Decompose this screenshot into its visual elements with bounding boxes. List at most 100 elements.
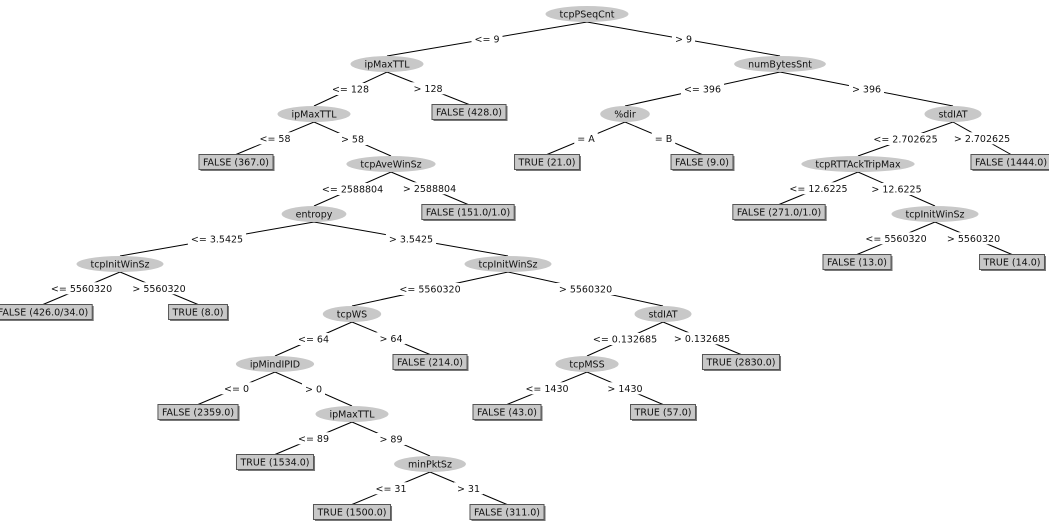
split-node-ellipse xyxy=(924,106,982,122)
split-node-ellipse xyxy=(734,56,826,72)
leaf-node-false-1444-0: FALSE (1444.0) xyxy=(970,154,1049,171)
edge-condition-label: <= 89 xyxy=(298,434,329,445)
edge-label-background xyxy=(399,182,460,195)
edge-condition-label: > 1430 xyxy=(607,384,642,395)
leaf-node-false-43-0: FALSE (43.0) xyxy=(472,404,543,421)
split-node-ellipse xyxy=(235,356,315,372)
leaf-label: TRUE (57.0) xyxy=(634,408,692,419)
edge-condition-label: > 89 xyxy=(379,435,402,446)
edge-condition-label: <= 2588804 xyxy=(322,185,383,196)
edge-label-background xyxy=(555,283,616,295)
edge-label-background xyxy=(848,83,885,95)
leaf-box xyxy=(630,404,696,420)
split-attribute-label: entropy xyxy=(296,210,333,221)
leaf-node-false-367-0: FALSE (367.0) xyxy=(198,154,275,171)
split-node-tcpmss: tcpMSS xyxy=(555,356,619,372)
leaf-node-false-426-0-34-0: FALSE (426.0/34.0) xyxy=(0,304,94,321)
leaf-node-true-8-0: TRUE (8.0) xyxy=(168,304,229,321)
edge-condition-label: <= 2.702625 xyxy=(873,135,937,146)
edge-condition-label: > 5560320 xyxy=(132,284,185,295)
edge-label-background xyxy=(574,132,598,145)
split-attribute-label: tcpInitWinSz xyxy=(905,210,964,221)
leaf-node-false-2359-0: FALSE (2359.0) xyxy=(157,404,240,421)
split-node-ellipse xyxy=(76,256,164,272)
split-node-tcpinitwinsz: tcpInitWinSz xyxy=(891,206,979,222)
leaf-box xyxy=(198,154,274,170)
split-attribute-label: minPktSz xyxy=(408,460,452,471)
split-attribute-label: ipMaxTTL xyxy=(364,60,410,71)
edge-condition-label: > 5560320 xyxy=(559,285,612,296)
split-node-ellipse xyxy=(801,156,915,172)
leaf-box xyxy=(469,504,545,520)
edge-condition-label: > 12.6225 xyxy=(871,185,921,196)
edge-condition-label: <= 31 xyxy=(375,484,406,495)
split-node-ellipse xyxy=(545,6,629,22)
edge-condition-label: > 31 xyxy=(457,484,480,495)
leaf-node-true-57-0: TRUE (57.0) xyxy=(630,404,697,421)
split-node-tcpinitwinsz: tcpInitWinSz xyxy=(76,256,164,272)
split-node-ellipse xyxy=(891,206,979,222)
edge-condition-label: <= 5560320 xyxy=(399,285,460,296)
split-node-ipmaxttl: ipMaxTTL xyxy=(315,406,389,422)
leaf-node-false-13-0: FALSE (13.0) xyxy=(822,254,893,271)
leaf-node-false-214-0: FALSE (214.0) xyxy=(392,354,469,371)
edge-label-background xyxy=(376,332,406,345)
leaf-label: TRUE (14.0) xyxy=(983,258,1041,269)
leaf-node-false-271-0-1-0: FALSE (271.0/1.0) xyxy=(732,204,827,221)
split-attribute-label: %dir xyxy=(614,110,636,121)
leaf-box xyxy=(472,404,542,420)
split-node-ellipse xyxy=(464,256,552,272)
leaf-label: TRUE (1534.0) xyxy=(239,458,309,469)
leaf-node-true-1534-0: TRUE (1534.0) xyxy=(235,454,316,471)
edge-label-background xyxy=(221,382,252,395)
leaf-box xyxy=(822,254,892,270)
edge-condition-label: = B xyxy=(655,134,673,145)
edge-condition-label: <= 64 xyxy=(298,335,329,346)
split-attribute-label: ipMaxTTL xyxy=(291,110,337,121)
split-node-ellipse xyxy=(634,306,692,322)
split-attribute-label: tcpWS xyxy=(337,310,367,321)
leaf-node-false-428-0: FALSE (428.0) xyxy=(431,104,508,121)
leaf-box xyxy=(168,304,228,320)
edge-label-background xyxy=(410,82,446,95)
edge-label-background xyxy=(651,132,676,145)
edge-label-background xyxy=(870,133,941,145)
split-node-ellipse xyxy=(315,406,389,422)
leaf-node-true-14-0: TRUE (14.0) xyxy=(979,254,1046,271)
edge-condition-label: <= 396 xyxy=(684,85,721,96)
leaf-label: FALSE (214.0) xyxy=(397,358,463,369)
edge-label-background xyxy=(318,183,387,195)
leaf-label: TRUE (21.0) xyxy=(518,158,576,169)
edge-condition-label: > 58 xyxy=(341,135,364,146)
edge-label-background xyxy=(129,282,189,295)
leaf-box xyxy=(392,354,468,370)
split-node-ellipse xyxy=(350,56,424,72)
edge-condition-label: <= 0.132685 xyxy=(593,335,657,346)
split-attribute-label: numBytesSnt xyxy=(748,60,812,71)
edge-label-background xyxy=(301,383,326,395)
edge-condition-label: <= 5560320 xyxy=(865,234,926,245)
edge-condition-label: > 64 xyxy=(379,334,402,345)
edge-label-background xyxy=(47,282,116,295)
leaf-box xyxy=(0,304,93,320)
edge-label-background xyxy=(786,182,851,195)
edge-condition-label: > 5560320 xyxy=(947,234,1000,245)
edge-label-background xyxy=(385,233,437,245)
split-node-ellipse xyxy=(281,206,347,222)
edge-condition-label: <= 1430 xyxy=(525,384,568,395)
leaf-node-true-1500-0: TRUE (1500.0) xyxy=(312,504,393,521)
edge-condition-label: <= 128 xyxy=(332,85,369,96)
split-node-entropy: entropy xyxy=(281,206,347,222)
leaf-label: FALSE (426.0/34.0) xyxy=(0,308,88,319)
split-attribute-label: stdIAT xyxy=(938,110,967,121)
leaf-label: FALSE (311.0) xyxy=(474,508,540,519)
split-attribute-label: tcpMSS xyxy=(569,360,604,371)
leaf-label: FALSE (9.0) xyxy=(675,158,729,169)
edge-label-background xyxy=(671,33,696,45)
leaf-node-false-151-0-1-0: FALSE (151.0/1.0) xyxy=(421,204,516,221)
leaf-label: TRUE (2830.0) xyxy=(705,358,775,369)
edge-label-background xyxy=(372,482,410,495)
split-node-tcpinitwinsz: tcpInitWinSz xyxy=(464,256,552,272)
